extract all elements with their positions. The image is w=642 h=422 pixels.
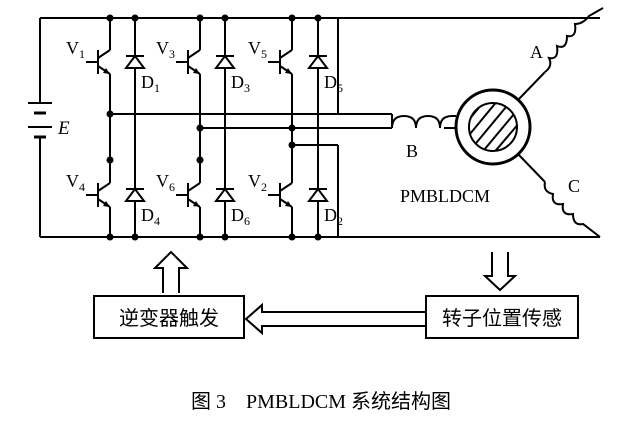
switch-label: V2 <box>248 171 267 194</box>
phase-b-label: B <box>406 141 418 161</box>
junction-dot <box>106 14 114 22</box>
diode-icon <box>307 187 329 202</box>
junction-dot <box>288 124 296 132</box>
junction-dot <box>288 14 296 22</box>
battery-icon <box>28 100 52 152</box>
diode-icon <box>307 54 329 69</box>
junction-dot <box>131 233 139 241</box>
junction-dot <box>131 14 139 22</box>
switch-label: V1 <box>66 38 85 61</box>
diode-icon <box>124 187 146 202</box>
junction-dot <box>196 124 204 132</box>
switch-label: V6 <box>156 171 175 194</box>
junction-dot <box>314 14 322 22</box>
diode-label: D5 <box>324 72 343 95</box>
diode-icon <box>214 187 236 202</box>
left-arrow-icon <box>244 302 426 336</box>
diode-label: D2 <box>324 205 343 228</box>
diode-label: D6 <box>231 205 250 228</box>
rotor-sensor-label: 转子位置传感 <box>442 307 562 330</box>
junction-dot <box>288 233 296 241</box>
transistor-icon <box>268 145 293 237</box>
source-label: E <box>57 118 70 139</box>
diode-label: D4 <box>141 205 160 228</box>
diode-icon <box>124 54 146 69</box>
diode-label: D1 <box>141 72 160 95</box>
junction-dot <box>106 110 114 118</box>
switch-label: V5 <box>248 38 267 61</box>
junction-dot <box>288 141 296 149</box>
junction-dot <box>106 156 114 164</box>
transistor-icon <box>86 18 111 114</box>
transistor-icon <box>176 18 201 128</box>
phase-c-winding-icon <box>517 153 601 238</box>
diode-label: D3 <box>231 72 250 95</box>
phase-a-winding-icon <box>517 7 604 101</box>
junction-dot <box>196 233 204 241</box>
junction-dot <box>196 156 204 164</box>
inverter-trigger-label: 逆变器触发 <box>119 307 219 330</box>
up-arrow-icon <box>152 250 190 293</box>
motor-icon <box>454 88 532 166</box>
transistor-icon <box>268 18 293 145</box>
switch-label: V4 <box>66 171 85 194</box>
junction-dot <box>196 14 204 22</box>
phase-a-label: A <box>530 42 543 62</box>
phase-c-label: C <box>568 176 580 196</box>
switch-label: V3 <box>156 38 175 61</box>
inverter-trigger-block <box>93 295 245 339</box>
diode-icon <box>214 54 236 69</box>
transistor-icon <box>176 128 201 237</box>
phase-b-inductor-icon <box>391 114 456 129</box>
down-arrow-icon <box>482 252 518 292</box>
junction-dot <box>314 233 322 241</box>
junction-dot <box>221 14 229 22</box>
junction-dot <box>221 233 229 241</box>
rotor-sensor-block <box>425 295 579 339</box>
junction-dot <box>106 233 114 241</box>
motor-label: PMBLDCM <box>400 186 490 206</box>
transistor-icon <box>86 114 111 237</box>
figure-caption: 图 3 PMBLDCM 系统结构图 <box>191 390 451 413</box>
